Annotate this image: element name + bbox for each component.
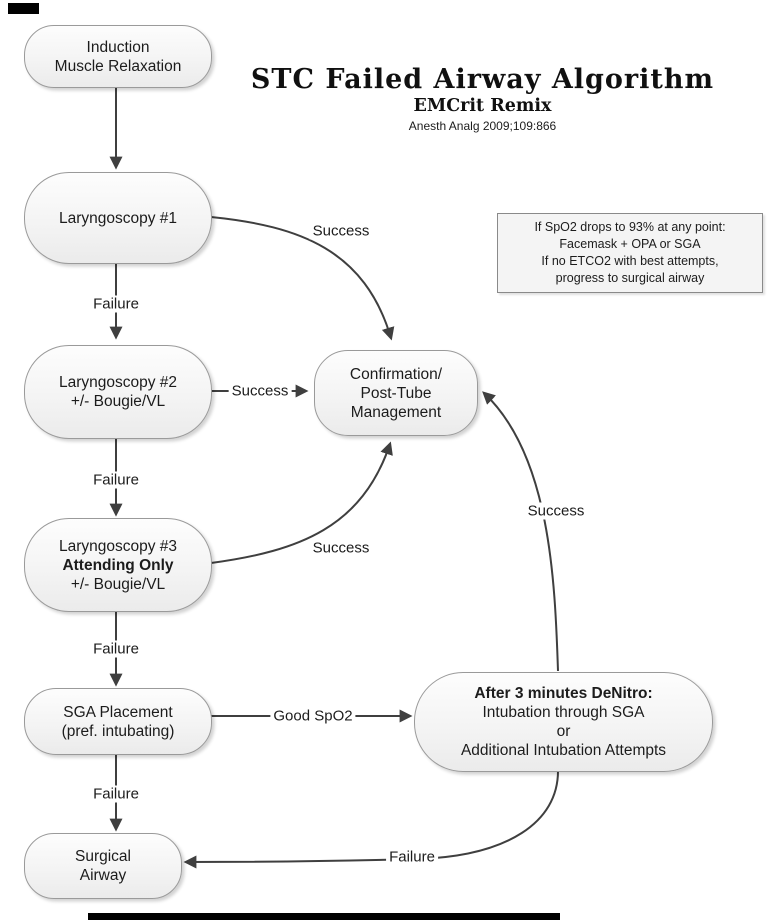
- node-line: Airway: [79, 867, 127, 884]
- node-sga-placement: SGA Placement (pref. intubating): [24, 688, 212, 755]
- edge-denitro-to-confirmation: [482, 391, 559, 672]
- node-line: Intubation through SGA: [482, 704, 645, 721]
- node-line: +/- Bougie/VL: [70, 393, 166, 410]
- edge-label-good-spo2: Good SpO2: [270, 707, 356, 725]
- node-surgical-airway: Surgical Airway: [24, 833, 182, 899]
- edge-label-failure-4: Failure: [90, 785, 142, 803]
- node-laryngoscopy-3: Laryngoscopy #3 Attending Only +/- Bougi…: [24, 518, 212, 612]
- node-laryngoscopy-2: Laryngoscopy #2 +/- Bougie/VL: [24, 345, 212, 439]
- diagram-citation: Anesth Analg 2009;109:866: [408, 119, 557, 133]
- edge-label-failure-3: Failure: [90, 640, 142, 658]
- node-line: Additional Intubation Attempts: [460, 742, 667, 759]
- node-line: Induction: [86, 38, 150, 56]
- note-line: Facemask + OPA or SGA: [559, 237, 701, 251]
- node-laryngoscopy-1: Laryngoscopy #1: [24, 172, 212, 264]
- scan-artifact-bottom: [88, 913, 560, 920]
- node-line: Laryngoscopy #3: [58, 537, 178, 555]
- node-line: +/- Bougie/VL: [70, 575, 166, 593]
- edge-label-success-2: Success: [228, 382, 292, 400]
- node-line: Confirmation/: [349, 365, 443, 383]
- node-induction: Induction Muscle Relaxation: [24, 25, 212, 88]
- edge-label-success-4: Success: [524, 502, 588, 520]
- node-denitro: After 3 minutes DeNitro: Intubation thro…: [414, 672, 713, 772]
- note-line: If SpO2 drops to 93% at any point:: [534, 220, 726, 234]
- title-block: STC Failed Airway Algorithm EMCrit Remix…: [225, 64, 740, 133]
- edge-label-failure-2: Failure: [90, 471, 142, 489]
- scan-artifact-top: [8, 3, 39, 14]
- node-line: Post-Tube: [360, 384, 432, 402]
- node-line: Attending Only: [62, 556, 174, 574]
- note-line: progress to surgical airway: [555, 271, 705, 285]
- node-confirmation: Confirmation/ Post-Tube Management: [314, 350, 478, 436]
- edge-label-success-1: Success: [309, 222, 373, 240]
- edge-denitro-to-surgical: [183, 770, 559, 869]
- diagram-title: STC Failed Airway Algorithm: [250, 64, 715, 95]
- edge-label-failure-5: Failure: [386, 848, 438, 866]
- node-line: Muscle Relaxation: [54, 57, 182, 75]
- edge-l1-to-confirmation: [210, 216, 395, 341]
- edge-label-success-3: Success: [309, 539, 373, 557]
- node-line: Surgical: [75, 848, 131, 865]
- spo2-note-box: If SpO2 drops to 93% at any point: Facem…: [497, 213, 763, 293]
- node-line: Management: [350, 403, 442, 421]
- node-line: or: [556, 723, 571, 740]
- node-line: After 3 minutes DeNitro:: [474, 685, 653, 702]
- diagram-subtitle: EMCrit Remix: [413, 96, 552, 116]
- edge-l3-to-confirmation: [210, 441, 393, 564]
- edge-label-failure-1: Failure: [90, 295, 142, 313]
- node-line: (pref. intubating): [61, 722, 175, 740]
- node-line: Laryngoscopy #1: [58, 209, 178, 227]
- note-line: If no ETCO2 with best attempts,: [541, 254, 719, 268]
- node-line: SGA Placement: [63, 703, 173, 721]
- node-line: Laryngoscopy #2: [58, 374, 178, 391]
